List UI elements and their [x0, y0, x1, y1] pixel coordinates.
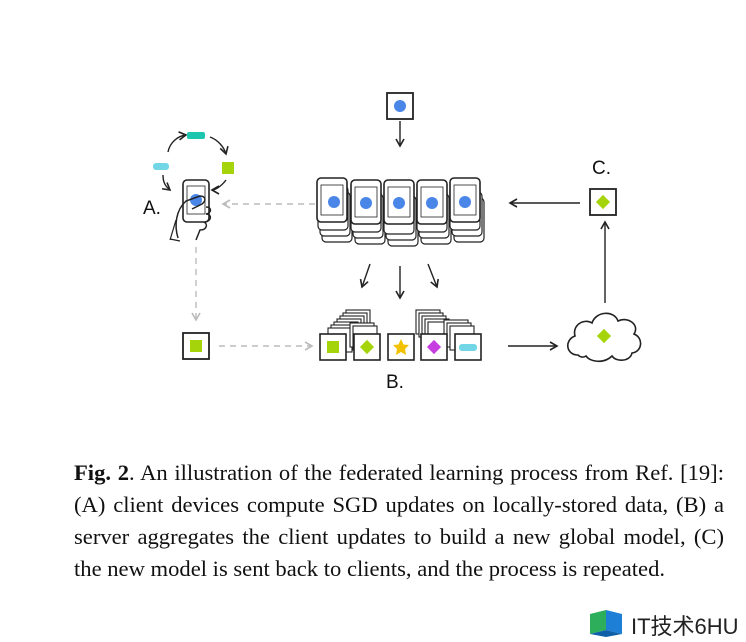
client-device-a — [169, 179, 212, 242]
label-b: B. — [386, 372, 404, 393]
watermark: IT技术6HU — [588, 608, 739, 639]
aggregated-updates — [319, 309, 482, 361]
caption-text: . An illustration of the federated learn… — [74, 460, 724, 581]
figure-caption: Fig. 2. An illustration of the federated… — [74, 457, 724, 585]
local-update-cycle — [153, 131, 234, 195]
new-model-box — [589, 188, 617, 216]
brand-logo-icon — [590, 610, 622, 637]
client-update-box — [182, 332, 210, 360]
arrows-to-updates — [359, 263, 439, 300]
cloud-server — [567, 312, 642, 363]
federated-learning-diagram: A. — [143, 92, 642, 393]
device-fleet — [316, 177, 485, 247]
watermark-text: IT技术6HU — [631, 614, 739, 639]
label-c: C. — [592, 158, 611, 179]
global-model-box — [386, 92, 414, 120]
figure-number: Fig. 2 — [74, 460, 129, 485]
label-a: A. — [143, 198, 161, 219]
